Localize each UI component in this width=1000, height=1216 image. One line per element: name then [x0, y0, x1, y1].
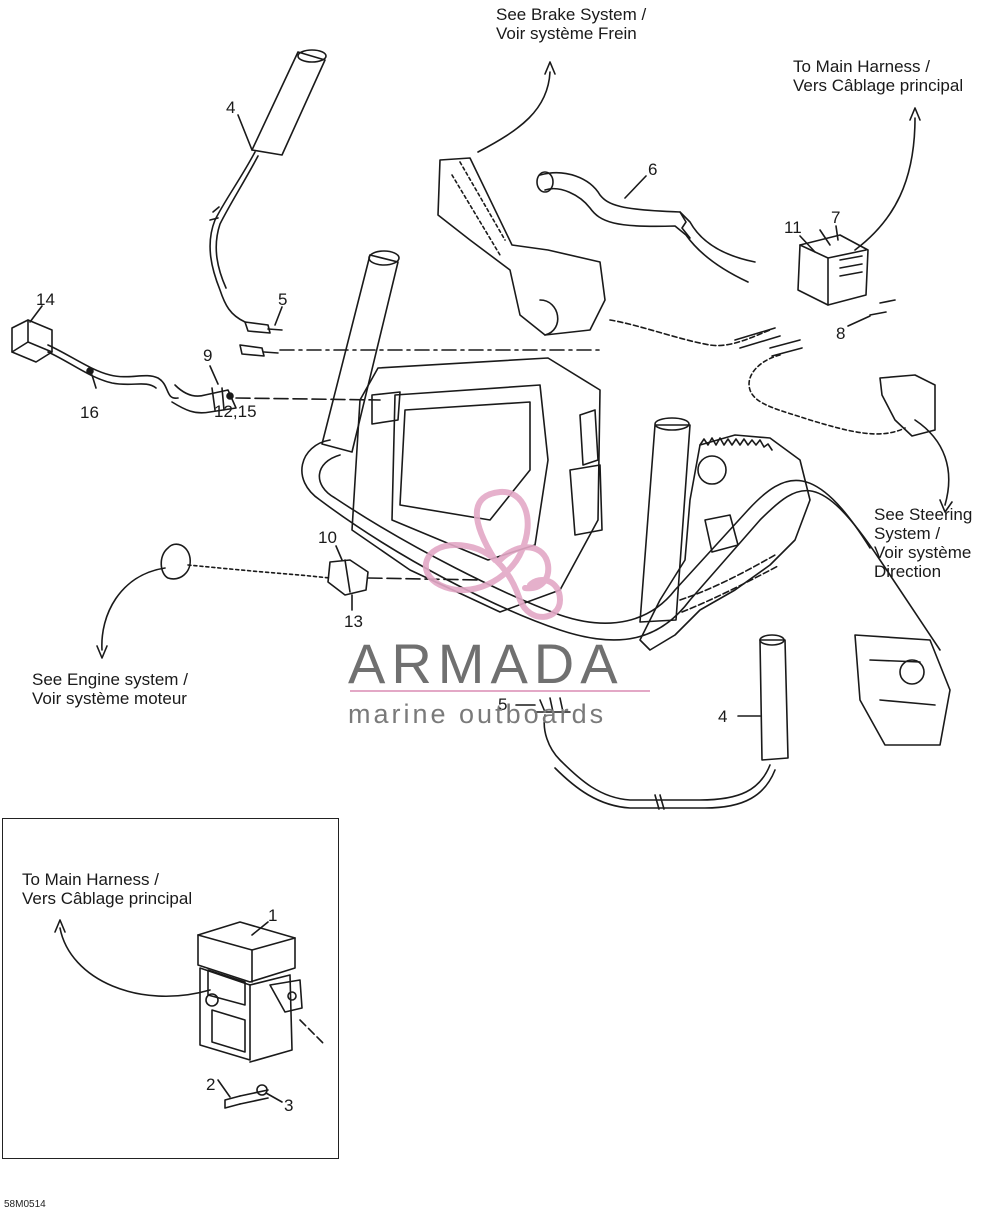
callout-16: 16: [80, 403, 99, 422]
left-grip: [321, 250, 400, 453]
sprocket: [639, 434, 811, 651]
leader-dash-9: [235, 397, 381, 401]
label-main-harness-top: To Main Harness / Vers Câblage principal: [793, 57, 964, 95]
steering-cable: [748, 354, 906, 435]
screw-2: [224, 1089, 269, 1109]
connector-14: [11, 319, 179, 399]
arrow-to-main-harness-inset: [54, 919, 211, 998]
label-engine-system: See Engine system / Voir système moteur: [32, 670, 188, 708]
brake-lever: [437, 157, 606, 336]
inset-panel: [2, 818, 339, 1159]
callout-8: 8: [836, 324, 846, 343]
inset-module-1: [197, 921, 326, 1063]
callout-4-bottom: 4: [718, 707, 728, 726]
callout-5-top: 5: [278, 290, 288, 309]
drive-chain: [679, 554, 779, 613]
display-gauge: [351, 357, 603, 613]
callout-5-bottom: 5: [498, 695, 508, 714]
hose-6: [536, 171, 756, 283]
arrow-to-engine: [96, 567, 166, 659]
brake-cable: [609, 319, 771, 347]
watermark-brand: ARMADA: [348, 632, 624, 695]
callout-7: 7: [831, 208, 841, 227]
callout-12-15: 12,15: [214, 402, 257, 421]
callout-14: 14: [36, 290, 55, 309]
callout-1: 1: [268, 906, 278, 925]
watermark-divider: [350, 690, 650, 692]
callout-10: 10: [318, 528, 337, 547]
label-brake-system: See Brake System / Voir système Frein: [496, 5, 647, 43]
washer-3: [256, 1084, 268, 1096]
connector-10: [327, 559, 369, 596]
callout-11: 11: [784, 218, 802, 237]
callout-6: 6: [648, 160, 658, 179]
label-steering-system: See Steering System / Voir système Direc…: [874, 505, 973, 581]
watermark-tagline: marine outboards: [348, 699, 607, 729]
watermark-logo: [422, 488, 564, 620]
connector-9: [171, 384, 237, 414]
left-heated-grip-harness: [209, 49, 327, 357]
right-grip-assembly: [854, 634, 951, 746]
callout-9: 9: [203, 346, 213, 365]
arrow-to-brake-system: [477, 61, 556, 153]
label-main-harness-inset: To Main Harness / Vers Câblage principal: [22, 870, 193, 908]
steering-bracket: [879, 374, 936, 437]
callout-2: 2: [206, 1075, 216, 1094]
arrow-to-main-harness-top: [854, 107, 921, 251]
callout-4-top: 4: [226, 98, 236, 117]
right-heated-grip-harness: [534, 634, 789, 810]
callout-13: 13: [344, 612, 363, 631]
figure-reference-code: 58M0514: [4, 1199, 46, 1210]
handlebar: [301, 439, 941, 651]
module-11: [797, 234, 869, 306]
callout-3: 3: [284, 1096, 294, 1115]
arrow-to-steering: [914, 419, 953, 513]
